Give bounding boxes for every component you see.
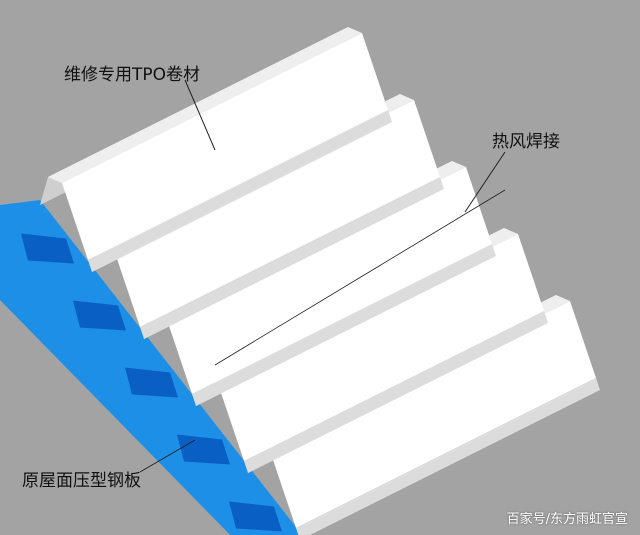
membrane-fold [296,378,600,535]
steel-rib [73,300,126,331]
membrane-pan [114,100,440,327]
leader-tpo [184,79,216,151]
membrane-fold [88,110,392,272]
membrane-pan [218,234,544,461]
membrane-fold [244,311,548,473]
membrane-fold [192,244,496,406]
steel-rib [229,501,282,532]
label-hot-air-weld: 热风焊接 [492,132,560,152]
membrane-pan [166,167,492,394]
leader-weld [464,151,506,213]
leader-steel [139,439,196,473]
weld-seam [214,189,506,366]
steel-rib [125,367,178,398]
steel-rib [177,434,230,465]
membrane-fold [140,177,444,339]
steel-rib [21,233,74,264]
steel-sheet [0,200,303,535]
label-tpo-membrane: 维修专用TPO卷材 [64,65,201,85]
membrane-pan [62,33,388,260]
membrane-rib-top [48,27,362,183]
label-steel-sheet: 原屋面压型钢板 [22,471,141,491]
watermark: 百家号/东方雨虹官宣 [506,512,628,527]
membrane-pan [270,301,596,528]
